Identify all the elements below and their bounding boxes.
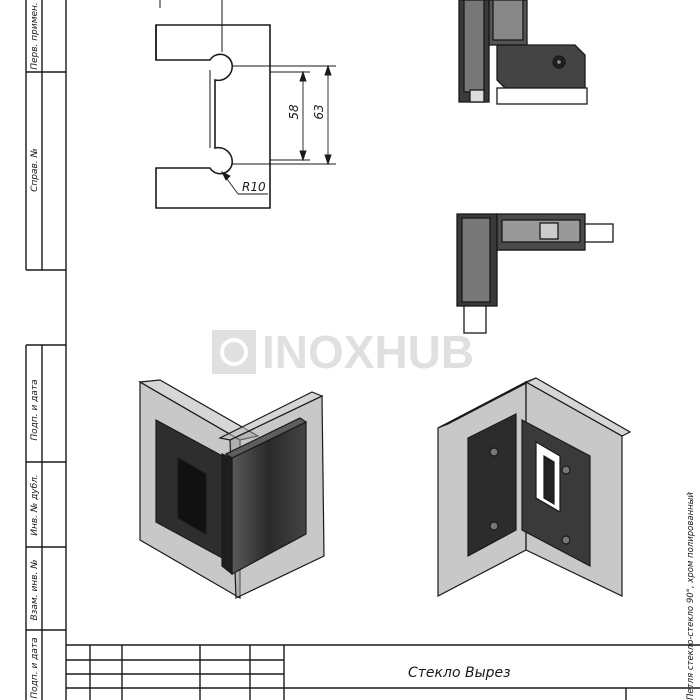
watermark-text: INOXHUB: [262, 326, 474, 378]
title-caption: Стекло Вырез: [408, 665, 511, 681]
side-stamp-labels: Перв. примен. Справ. № Подп. и дата Инв.…: [30, 2, 40, 698]
watermark: INOXHUB: [212, 326, 474, 378]
edge-note: Петля стекло-стекло 90°, хром полированн…: [686, 492, 696, 700]
hinge-isometric-front: [138, 379, 325, 600]
title-block: [66, 644, 700, 700]
label-sprav-no: Справ. №: [30, 148, 40, 192]
cutout-outline: [155, 24, 271, 209]
hinge-top-view: [458, 0, 588, 105]
label-perv-primen: Перв. примен.: [30, 2, 40, 70]
dimension-lines: [220, 64, 336, 195]
cutout-hidden-lines: [159, 0, 223, 148]
hinge-side-view: [456, 213, 614, 334]
watermark-logo-icon: [212, 330, 256, 374]
dimension-58: 58: [287, 104, 301, 120]
dimension-63: 63: [312, 104, 326, 119]
side-stamp: [25, 0, 67, 700]
dimension-radius: R10: [242, 180, 266, 194]
label-inv-no-dubl: Инв. № дубл.: [30, 474, 40, 536]
hinge-isometric-back: [437, 377, 632, 597]
label-podp-i-data-1: Подп. и дата: [30, 379, 40, 440]
label-podp-i-data-2: Подп. и дата: [30, 637, 40, 698]
label-vzam-inv-no: Взам. инв. №: [30, 559, 40, 620]
